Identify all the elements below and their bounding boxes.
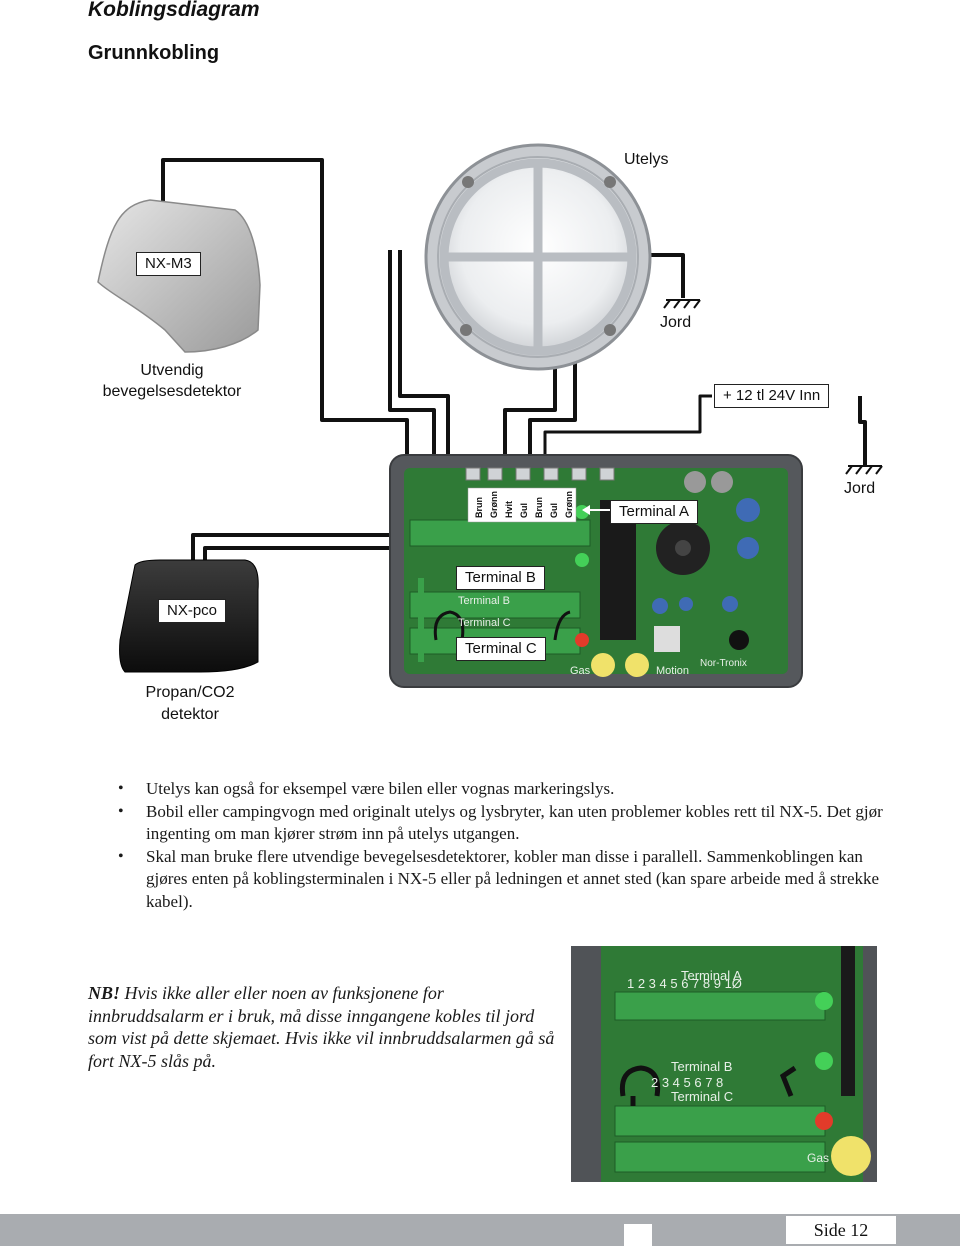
detail-gas-text: Gas: [807, 1151, 829, 1165]
power-input-label: + 12 tl 24V Inn: [714, 384, 830, 408]
utelys-lamp: [424, 143, 652, 371]
jord-label-right: Jord: [844, 480, 876, 497]
detail-terminal-b-text: Terminal B: [671, 1059, 732, 1074]
nx-pco-label: NX-pco: [158, 599, 227, 623]
note-text: Hvis ikke aller eller noen av funksjonen…: [88, 983, 555, 1071]
detail-terminal-c-text: Terminal C: [671, 1089, 733, 1104]
ground-symbol-right: [845, 465, 883, 475]
nx-m3-sensor: [97, 199, 261, 353]
terminal-c-label: Terminal C: [456, 637, 546, 661]
info-bullet-list: Utelys kan også for eksempel være bilen …: [118, 778, 898, 913]
note-prefix: NB!: [88, 983, 121, 1003]
wire-label-3: Hvit: [504, 501, 514, 518]
bullet-item: Utelys kan også for eksempel være bilen …: [118, 778, 898, 801]
nx-m3-label: NX-M3: [136, 252, 201, 276]
jord-label-top: Jord: [660, 314, 692, 331]
wiring-diagram: Terminal B Terminal C Nor-Tronix Motion …: [97, 143, 883, 688]
detail-terminal-b-numbers: 2 3 4 5 6 7 8: [651, 1075, 723, 1090]
terminal-b-label: Terminal B: [456, 566, 545, 590]
pcb-gas-text: Gas: [570, 665, 591, 677]
terminal-a-label: Terminal A: [610, 500, 699, 524]
wire-label-7: Grønn: [564, 491, 574, 518]
terminal-a-arrow: [582, 505, 590, 515]
detail-terminal-a-numbers: 1 2 3 4 5 6 7 8 9 1Ø: [627, 976, 742, 991]
nx5-control-board: Terminal B Terminal C Nor-Tronix Motion …: [389, 454, 803, 688]
bullet-item: Bobil eller campingvogn med originalt ut…: [118, 801, 898, 846]
page-title: Koblingsdiagram: [88, 0, 260, 21]
bullet-item: Skal man bruke flere utvendige bevegelse…: [118, 846, 898, 914]
wire-label-2: Grønn: [489, 491, 499, 518]
pcb-terminal-b-text: Terminal B: [458, 595, 510, 607]
pcb-terminal-c-text: Terminal C: [458, 617, 511, 629]
pcb-brand-text: Nor-Tronix: [700, 658, 747, 669]
detail-terminal-a-text: Terminal A: [681, 968, 742, 983]
warning-note: NB! Hvis ikke aller eller noen av funksj…: [88, 982, 558, 1072]
pcb-motion-text: Motion: [656, 665, 689, 677]
ground-symbol-top: [663, 299, 701, 309]
section-title: Grunnkobling: [88, 42, 220, 64]
wire-label-5: Brun: [534, 497, 544, 518]
wire-label-1: Brun: [474, 497, 484, 518]
wire-label-4: Gul: [519, 503, 529, 518]
terminal-detail-photo: Terminal A 1 2 3 4 5 6 7 8 9 1Ø Terminal…: [571, 946, 877, 1182]
wire-color-labels: Brun Grønn Hvit Gul Brun Gul Grønn: [467, 487, 577, 523]
utelys-label: Utelys: [624, 151, 669, 168]
wire-label-6: Gul: [549, 503, 559, 518]
page-number: Side 12: [786, 1216, 896, 1244]
